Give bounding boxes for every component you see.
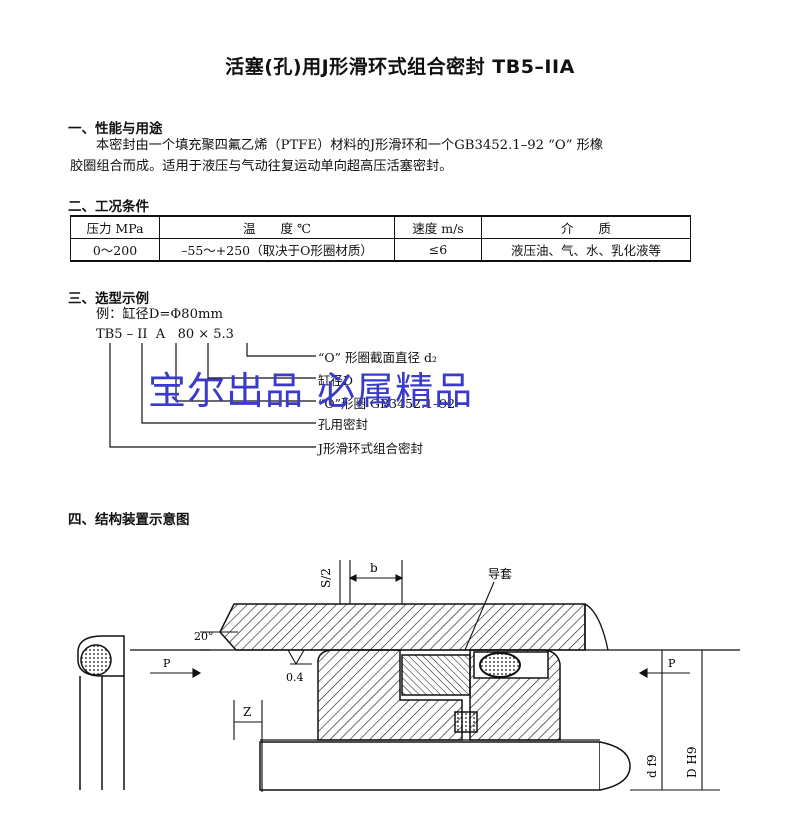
table-value-row: 0～200 –55～+250（取决于O形圈材质） ≤6 液压油、气、水、乳化液等 [70,238,691,262]
dim-rod-diameter: d f9 [645,754,659,778]
dimension-lines [150,560,720,791]
legend-oring-standard: “O”形圈 GB3452.1–92 [318,396,456,411]
dim-s2: S/2 [319,568,333,588]
label-pressure-left: P [163,657,171,670]
seal-cross-section-left [77,635,125,790]
watermark: 宝尔出品 必属精品 [148,369,474,413]
selection-example: 例：缸径D=Φ80mm [96,307,223,322]
dim-bore-diameter: D H9 [685,746,699,778]
header-pressure: 压力 MPa [70,215,160,239]
section1-line2: 胶圈组合而成。适用于液压与气动往复运动单向超高压活塞密封。 [70,159,453,174]
legend-bore: 缸径D [318,373,354,388]
dim-b: b [370,561,378,575]
section2-heading: 二、工况条件 [68,199,149,215]
section3-heading: 三、选型示例 [68,291,149,307]
value-speed: ≤6 [394,238,482,262]
section1-line1: 本密封由一个填充聚四氟乙烯（PTFE）材料的J形滑环和一个GB3452.1–92… [96,138,604,153]
conditions-table: 压力 MPa 温 度 ℃ 速度 m/s 介 质 0～200 –55～+250（取… [70,215,691,262]
value-pressure: 0～200 [70,238,160,262]
dim-z: Z [243,705,251,719]
model-code: TB5 – II A 80 × 5.3 [96,327,234,342]
section1-heading: 一、性能与用途 [68,121,163,137]
label-roughness: 0.4 [286,671,304,684]
oring-groove-seal [454,651,549,733]
table-header-row: 压力 MPa 温 度 ℃ 速度 m/s 介 质 [70,215,691,239]
value-medium: 液压油、气、水、乳化液等 [481,238,691,262]
cylinder-bore [219,603,609,651]
label-guide-sleeve: 导套 [488,567,512,581]
header-temperature: 温 度 ℃ [159,215,395,239]
legend-seal-type: J形滑环式组合密封 [318,441,424,456]
section4-heading: 四、结构装置示意图 [68,512,190,528]
legend-bore-seal: 孔用密封 [318,417,369,432]
piston-rod [259,740,631,792]
value-temperature: –55～+250（取决于O形圈材质） [159,238,395,262]
legend-oring-diameter: “O” 形圈截面直径 d₂ [318,350,437,365]
label-angle: 20° [194,630,214,643]
header-medium: 介 质 [481,215,691,239]
page-title: 活塞(孔)用J形滑环式组合密封 TB5–IIA [225,56,575,78]
label-pressure-right: P [668,657,676,670]
